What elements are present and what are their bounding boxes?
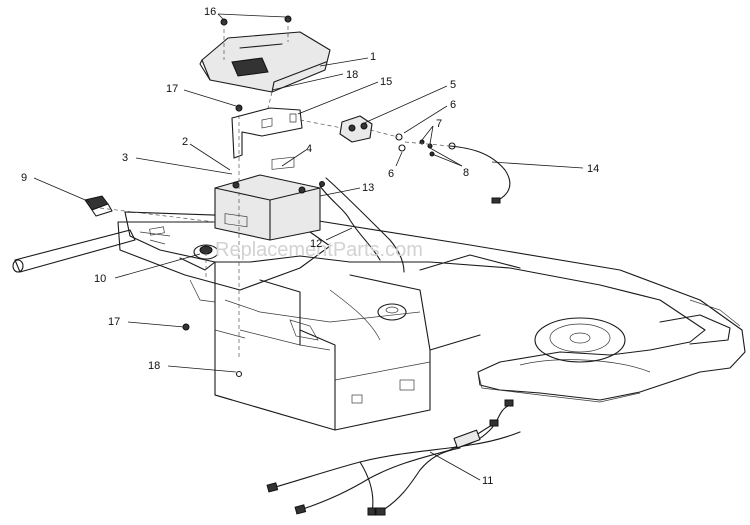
callout-10: 10	[94, 273, 106, 285]
callout-6: 6	[450, 99, 456, 111]
callout-5: 5	[450, 79, 456, 91]
support-bar	[12, 229, 136, 273]
callout-3: 3	[122, 152, 128, 164]
callout-13: 13	[362, 182, 374, 194]
callout-18: 18	[346, 69, 358, 81]
callout-8: 8	[463, 167, 469, 179]
callout-1: 1	[370, 51, 376, 63]
callout-12: 12	[310, 238, 322, 250]
battery-clip	[84, 195, 113, 217]
callout-16: 16	[204, 6, 216, 18]
callout-9: 9	[21, 172, 27, 184]
leader-lines	[33, 13, 584, 481]
chassis-frame	[179, 257, 481, 431]
pin-18-lower	[235, 370, 243, 378]
solenoid	[339, 115, 373, 143]
callout-6b: 6	[388, 168, 394, 180]
assembly-lines	[99, 19, 451, 360]
mower-deck	[124, 211, 746, 403]
callout-14: 14	[587, 163, 599, 175]
wire-harness	[266, 399, 521, 516]
callout-17b: 17	[108, 316, 120, 328]
callout-15: 15	[380, 76, 392, 88]
cable-14	[448, 142, 511, 204]
callout-7: 7	[436, 118, 442, 130]
callout-18b: 18	[148, 360, 160, 372]
callout-17: 17	[166, 83, 178, 95]
battery	[214, 156, 321, 241]
callout-4: 4	[306, 143, 312, 155]
mounting-bracket	[231, 104, 303, 159]
battery-cover	[199, 15, 331, 93]
callout-11: 11	[482, 475, 493, 487]
watermark: ReplacementParts.com	[215, 239, 423, 261]
callouts: 16 1 18 17 15 5 6 7 2 3 4 6 8 14 9 13 12…	[21, 6, 599, 487]
cable-13	[319, 177, 405, 273]
callout-2: 2	[182, 136, 188, 148]
